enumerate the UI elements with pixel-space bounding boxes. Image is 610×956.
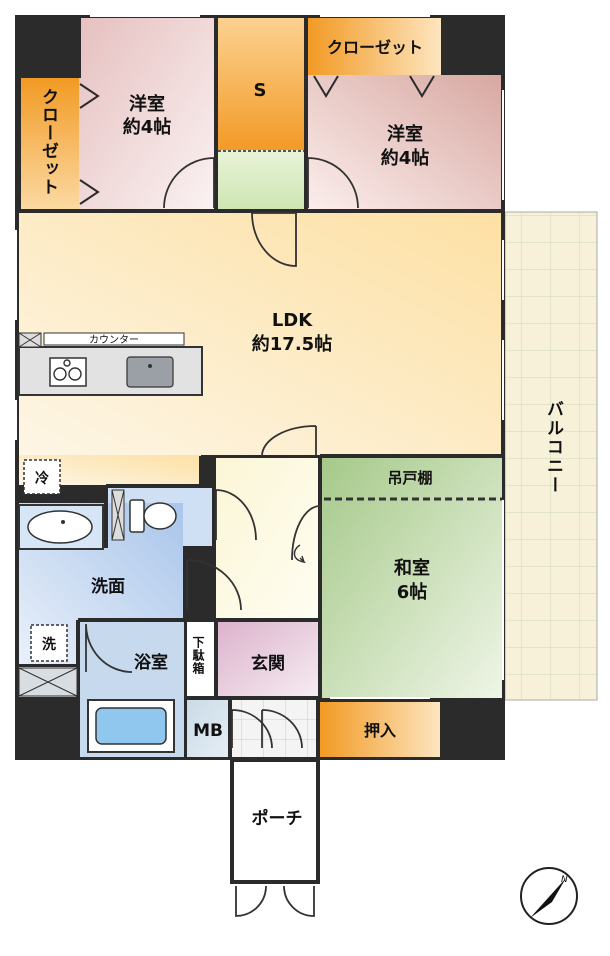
label-porch: ポーチ xyxy=(252,808,303,829)
room-western-right xyxy=(308,75,501,209)
label-washer: 洗 xyxy=(42,636,56,653)
label-western-right: 洋室 xyxy=(387,123,423,145)
label-western-left: 洋室 xyxy=(129,93,165,115)
svg-text:N: N xyxy=(561,875,568,885)
label-western-right-size: 約4帖 xyxy=(381,147,430,169)
oshiire xyxy=(320,702,440,757)
label-tatami-size: 6帖 xyxy=(397,581,428,603)
kitchen-unit xyxy=(18,346,203,396)
label-ldk-size: 約17.5帖 xyxy=(252,333,332,355)
label-shelf: 吊戸棚 xyxy=(387,469,432,487)
label-bathroom: 浴室 xyxy=(134,652,168,673)
room-genkan xyxy=(218,622,320,696)
label-storage-s: S xyxy=(254,80,267,101)
label-western-left-size: 約4帖 xyxy=(123,116,172,138)
label-washroom: 洗面 xyxy=(91,576,125,597)
porch xyxy=(230,758,320,884)
compass-icon: N xyxy=(520,867,578,925)
storage-lower xyxy=(218,150,304,209)
balcony xyxy=(504,211,598,701)
room-western-left xyxy=(79,18,214,209)
mb xyxy=(187,700,229,757)
hallway xyxy=(216,458,320,620)
label-fridge: 冷 xyxy=(35,470,49,487)
label-counter: カウンター xyxy=(89,334,139,346)
label-tatami: 和室 xyxy=(394,557,430,579)
fridge-space xyxy=(23,459,61,495)
shoe-box xyxy=(187,622,214,696)
label-genkan: 玄関 xyxy=(251,653,285,674)
sink-icon xyxy=(126,356,174,388)
entrance-tiles xyxy=(232,700,316,757)
label-shoe-box: 下駄箱 xyxy=(191,636,205,675)
closet-left xyxy=(21,78,79,209)
label-balcony: バルコニー xyxy=(543,400,563,495)
closet-top xyxy=(308,18,441,75)
label-ldk: LDK xyxy=(272,310,313,331)
label-oshiire: 押入 xyxy=(364,721,396,740)
label-closet-top: クローゼット xyxy=(327,38,423,57)
counter-top xyxy=(43,332,185,346)
storage-s xyxy=(218,18,304,150)
label-closet-left: クローゼット xyxy=(38,88,58,196)
toilet-icon xyxy=(111,489,177,541)
label-mb: MB xyxy=(193,721,223,741)
washer-space xyxy=(30,624,68,662)
